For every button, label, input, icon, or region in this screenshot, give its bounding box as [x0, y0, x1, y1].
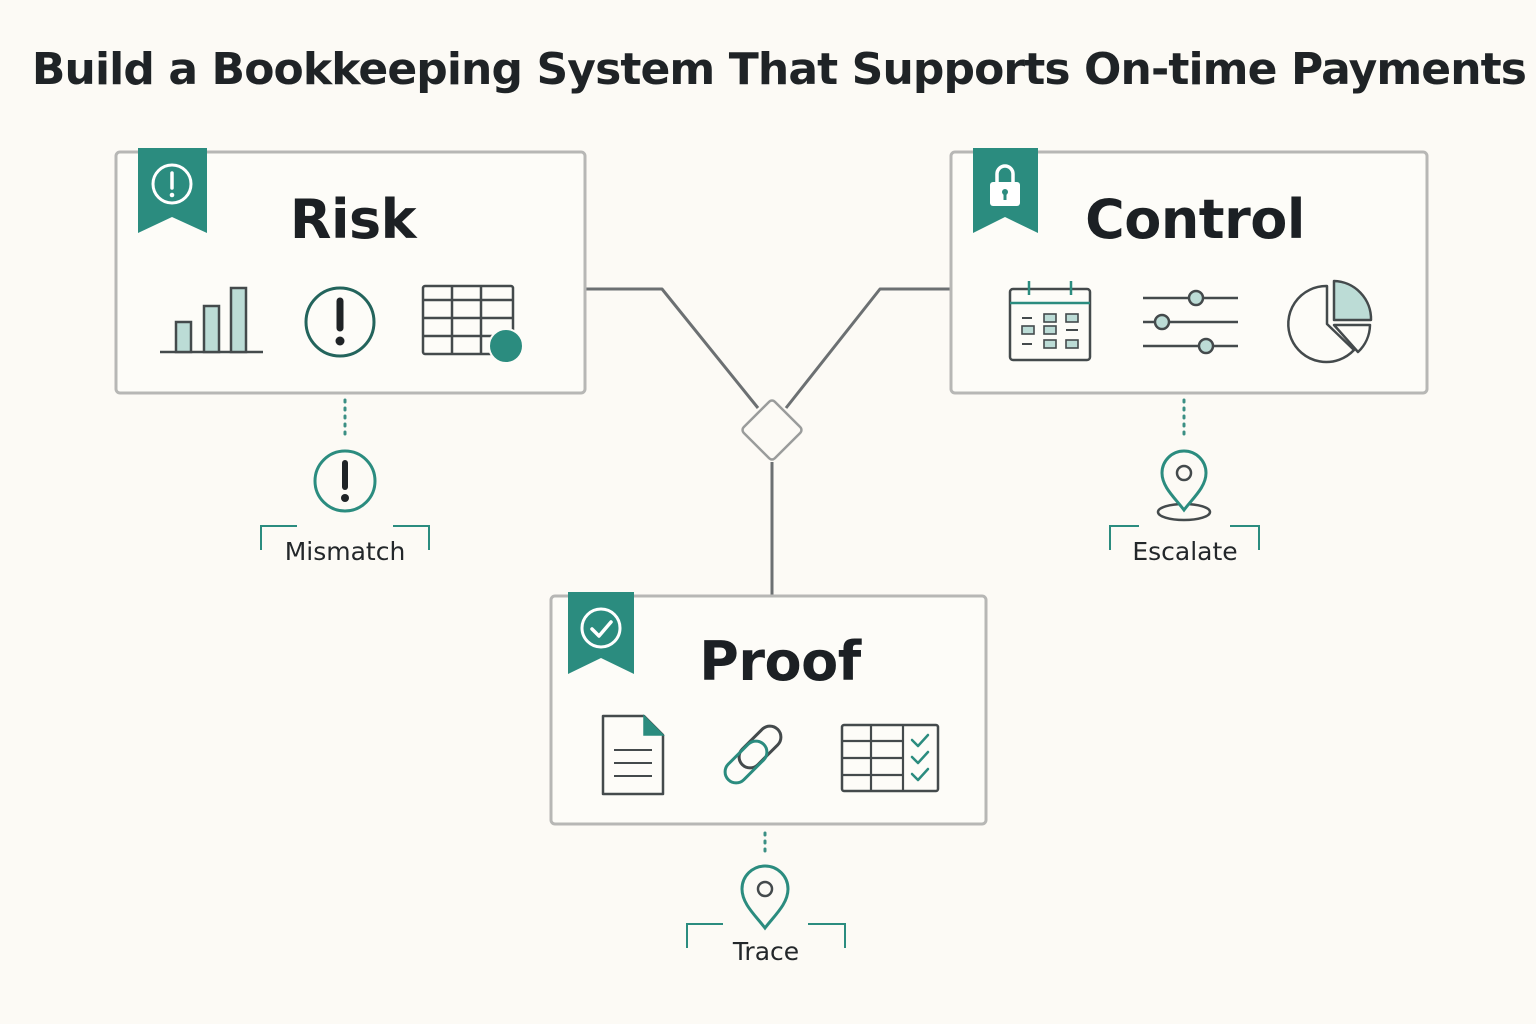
alert-circle-icon: [313, 449, 377, 513]
risk-card-title: Risk: [290, 188, 418, 251]
check-circle-icon: [580, 607, 622, 649]
sliders-icon: [1143, 289, 1238, 355]
spreadsheet-icon: [421, 284, 524, 364]
risk-callout: Mismatch: [260, 398, 430, 566]
risk-badge: [138, 148, 207, 233]
connector-lines: [586, 287, 950, 595]
link-icon: [723, 724, 783, 785]
proof-callout: Trace: [686, 831, 846, 966]
location-pin-icon: [1156, 449, 1212, 522]
document-icon: [601, 714, 665, 796]
page-title: Build a Bookkeeping System That Supports…: [32, 44, 1526, 95]
callout-bracket-right: [393, 525, 430, 550]
calendar-icon: [1008, 281, 1092, 362]
alert-circle-icon: [304, 286, 376, 358]
bar-chart-icon: [160, 286, 263, 354]
pie-chart-icon: [1287, 279, 1373, 364]
checklist-table-icon: [840, 723, 940, 793]
proof-card-title: Proof: [699, 630, 861, 693]
callout-bracket-right: [1230, 525, 1260, 550]
padlock-icon: [990, 164, 1020, 206]
callout-bracket-left: [686, 923, 723, 948]
risk-card: Risk: [114, 148, 587, 395]
callout-label-mismatch: Mismatch: [285, 537, 406, 566]
control-callout: Escalate: [1109, 398, 1260, 566]
diamond-junction-icon: [741, 399, 803, 461]
alert-circle-icon: [151, 163, 193, 205]
callout-bracket-left: [1109, 525, 1139, 550]
control-badge: [973, 148, 1038, 233]
callout-bracket-left: [260, 525, 297, 550]
location-pin-icon: [740, 864, 790, 931]
connector-control-to-junction: [784, 287, 950, 409]
callout-label-escalate: Escalate: [1132, 537, 1237, 566]
control-card-title: Control: [1085, 188, 1305, 251]
proof-badge: [568, 592, 634, 674]
connector-risk-to-junction: [586, 287, 760, 409]
callout-label-trace: Trace: [732, 937, 799, 966]
proof-card: Proof: [549, 592, 988, 826]
control-card: Control: [949, 148, 1429, 395]
callout-bracket-right: [808, 923, 846, 948]
